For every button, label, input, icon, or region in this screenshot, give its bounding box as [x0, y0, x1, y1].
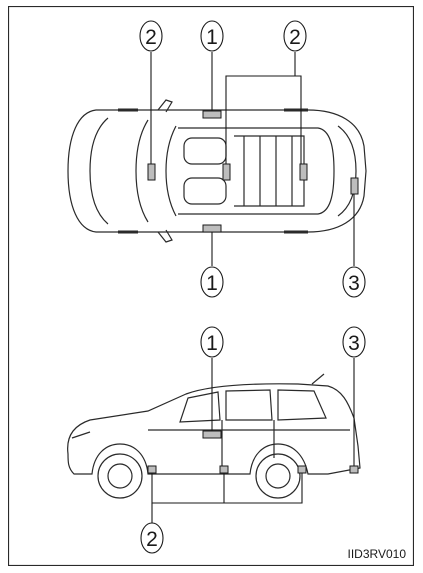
- sensor-marker: [147, 163, 156, 181]
- svg-text:2: 2: [145, 26, 157, 49]
- svg-text:1: 1: [206, 272, 218, 295]
- callout-side-upper-mid: 1: [200, 326, 224, 358]
- sensor-marker: [350, 177, 359, 195]
- callouts-top: 2 1 2 1 3: [139, 20, 366, 298]
- sensor-marker: [147, 465, 157, 474]
- sensor-marker: [202, 110, 222, 119]
- sensor-marker: [299, 163, 308, 181]
- svg-text:3: 3: [348, 272, 360, 295]
- callout-top-lower-mid: 1: [200, 266, 224, 298]
- callout-top-upper-right: 2: [283, 20, 307, 52]
- callout-side-lower-left: 2: [140, 522, 164, 554]
- diagram-frame: 2 1 2 1 3: [8, 6, 414, 566]
- sensor-marker: [202, 224, 222, 233]
- vehicle-side-view: [67, 373, 361, 499]
- svg-text:2: 2: [289, 26, 301, 49]
- svg-text:3: 3: [348, 332, 360, 355]
- callout-top-upper-mid: 1: [200, 20, 224, 52]
- leader-lines-side: [151, 358, 355, 524]
- sensor-marker: [297, 465, 307, 474]
- svg-text:2: 2: [146, 528, 158, 551]
- svg-text:1: 1: [206, 26, 218, 49]
- callout-top-lower-right: 3: [342, 266, 366, 298]
- callouts-side: 1 3 2: [140, 326, 366, 554]
- figure-code: IID3RV010: [348, 547, 407, 561]
- leader-lines-top: [150, 52, 355, 266]
- sensor-marker: [202, 430, 222, 439]
- sensor-marker: [349, 465, 359, 474]
- callout-top-upper-left: 2: [139, 20, 163, 52]
- sensor-marker: [219, 465, 229, 474]
- sensor-marker: [222, 163, 231, 181]
- callout-side-upper-right: 3: [342, 326, 366, 358]
- svg-text:1: 1: [206, 332, 218, 355]
